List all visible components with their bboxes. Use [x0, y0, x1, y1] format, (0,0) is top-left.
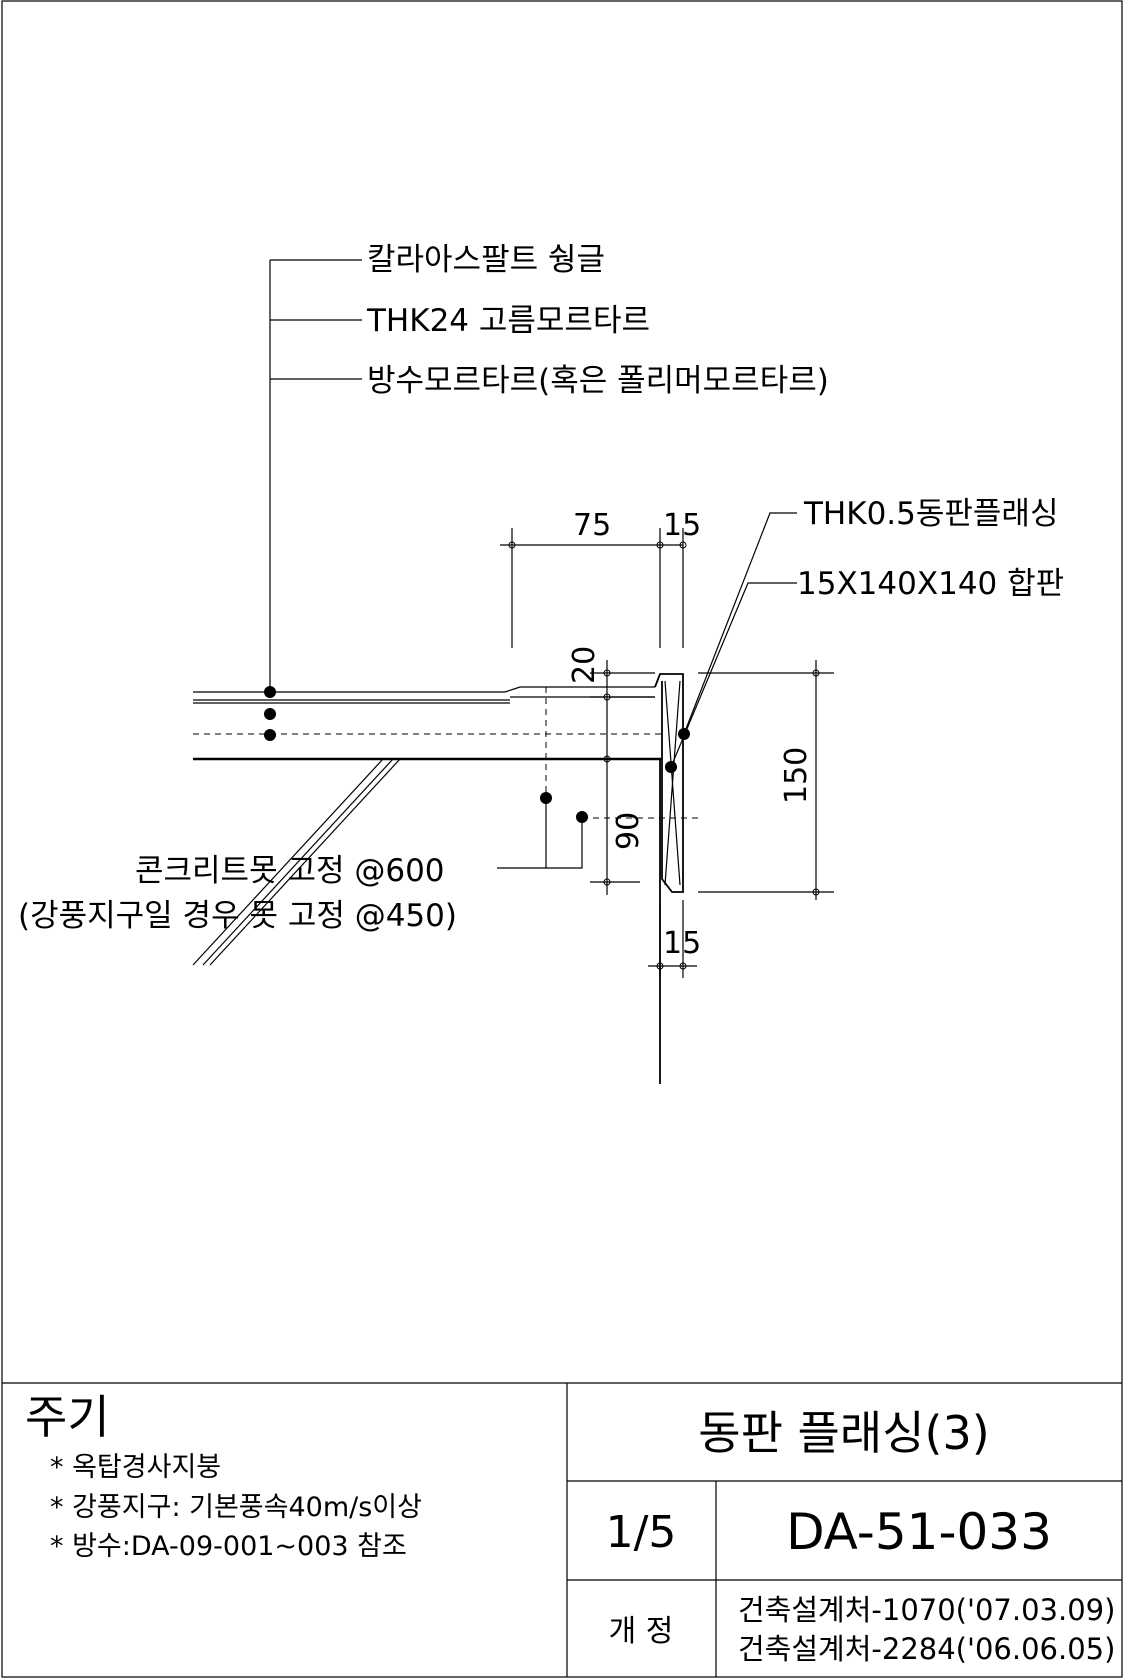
label-nail: 콘크리트못 고정 @600	[135, 853, 445, 889]
dim-tick	[812, 888, 820, 896]
note-item: * 방수:DA-09-001~003 참조	[50, 1531, 407, 1562]
label-flashing: THK0.5동판플래싱	[803, 496, 1058, 532]
slab-slope-3	[209, 758, 401, 966]
dim-tick	[679, 962, 687, 970]
nail-leader	[497, 798, 547, 869]
label-nail-windy: (강풍지구일 경우 못 고정 @450)	[18, 898, 457, 934]
dim-90: 90	[611, 812, 646, 850]
sheet-number: 1/5	[606, 1507, 677, 1558]
dim-tick	[812, 669, 820, 677]
leader-dot-waterproof	[264, 729, 276, 741]
copper-flashing	[654, 673, 684, 893]
dim-150: 150	[779, 747, 814, 804]
nail-leader-2	[546, 817, 583, 869]
notes-title: 주기	[25, 1390, 110, 1444]
drawing-code: DA-51-033	[786, 1503, 1052, 1561]
roof-taper	[504, 686, 521, 693]
dim-tick	[508, 541, 516, 549]
drawing-title: 동판 플래싱(3)	[698, 1406, 989, 1460]
dim-tick	[603, 693, 611, 701]
flashing-leader	[683, 512, 797, 735]
label-waterproof: 방수모르타르(혹은 폴리머모르타르)	[367, 363, 829, 399]
dim-tick	[679, 541, 687, 549]
dim-15-top: 15	[663, 508, 701, 543]
revision-label: 개 정	[609, 1614, 674, 1649]
label-mortar: THK24 고름모르타르	[366, 303, 650, 339]
revision-entry: 건축설계처-1070('07.03.09)	[738, 1593, 1115, 1627]
label-plywood: 15X140X140 합판	[797, 566, 1064, 602]
dim-75: 75	[573, 508, 611, 543]
leader-dot-mortar	[264, 708, 276, 720]
label-shingle: 칼라아스팔트 쉉글	[367, 242, 605, 278]
leader-dot-shingle	[264, 686, 276, 698]
dim-20: 20	[567, 646, 602, 684]
plywood-leader	[670, 582, 797, 768]
note-item: * 옥탑경사지붕	[50, 1452, 221, 1483]
dim-tick	[603, 755, 611, 763]
dim-tick	[603, 878, 611, 886]
slab-slope-1	[192, 758, 384, 966]
dim-15-bottom: 15	[663, 926, 701, 961]
note-item: * 강풍지구: 기본풍속40m/s이상	[50, 1492, 422, 1523]
plywood-diagonal-2	[664, 680, 681, 886]
section-drawing: 칼라아스팔트 쉉글 THK24 고름모르타르 방수모르타르(혹은 폴리머모르타르…	[18, 242, 1064, 1084]
slab-slope-2	[202, 758, 394, 966]
revision-entry: 건축설계처-2284('06.06.05)	[738, 1632, 1115, 1666]
dim-tick	[656, 541, 664, 549]
dim-tick	[656, 962, 664, 970]
title-block: 주기 * 옥탑경사지붕 * 강풍지구: 기본풍속40m/s이상 * 방수:DA-…	[2, 1382, 1122, 1677]
dim-tick	[603, 669, 611, 677]
